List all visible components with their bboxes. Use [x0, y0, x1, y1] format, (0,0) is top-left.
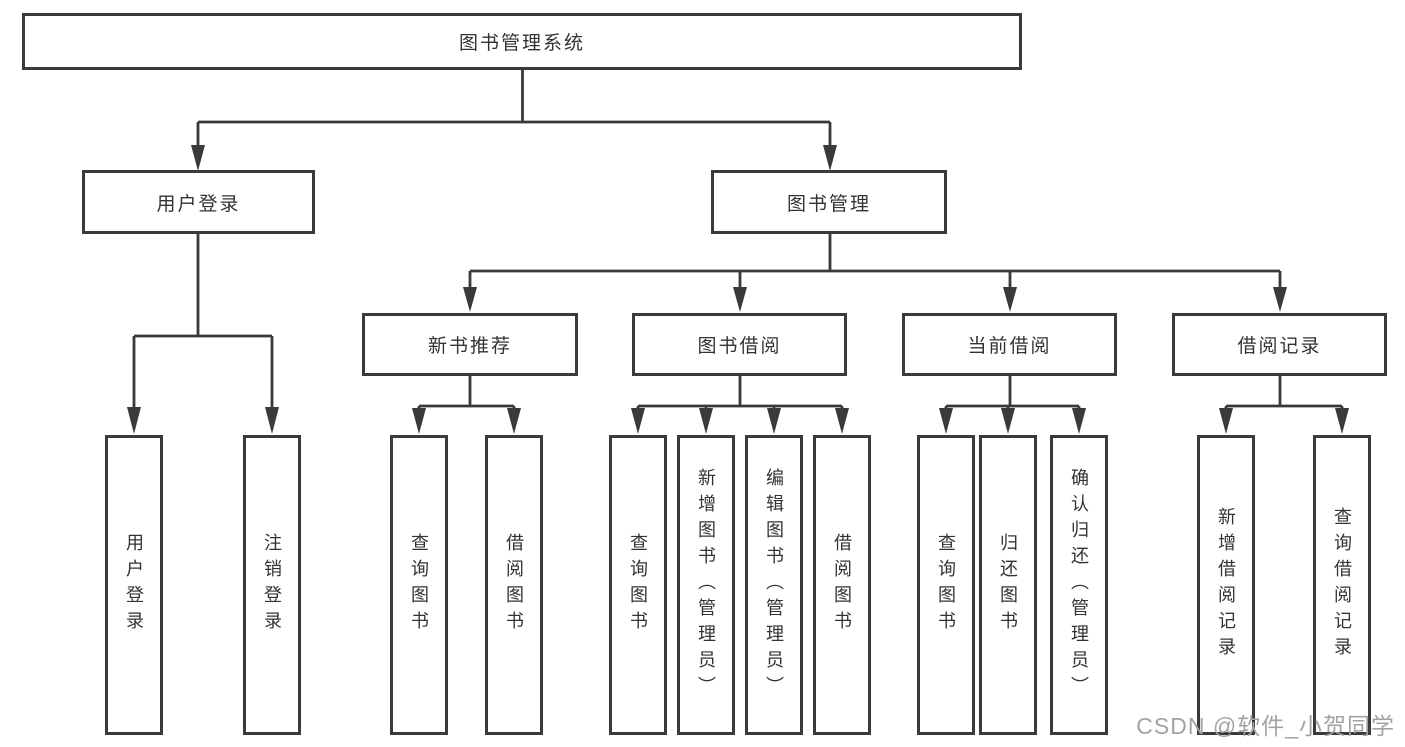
node-borrow-records: 借阅记录 [1172, 313, 1387, 376]
node-book-mgmt: 图书管理 [711, 170, 947, 234]
leaf-query-books-3: 查询图书 [917, 435, 975, 735]
leaf-borrow-books-1: 借阅图书 [485, 435, 543, 735]
node-book-borrow: 图书借阅 [632, 313, 847, 376]
node-root: 图书管理系统 [22, 13, 1022, 70]
leaf-confirm-return-admin: 确认归还（管理员） [1050, 435, 1108, 735]
leaf-logout: 注销登录 [243, 435, 301, 735]
leaf-return-book: 归还图书 [979, 435, 1037, 735]
node-user-login: 用户登录 [82, 170, 315, 234]
edge-current-borrow-to-leaves [939, 376, 1086, 434]
leaf-query-borrow-record: 查询借阅记录 [1313, 435, 1371, 735]
edge-book-mgmt-to-level3 [463, 234, 1287, 312]
leaf-add-book-admin: 新增图书（管理员） [677, 435, 735, 735]
leaf-query-books-2: 查询图书 [609, 435, 667, 735]
edge-root-to-level2 [191, 70, 837, 171]
edge-new-book-rec-to-leaves [412, 376, 521, 434]
leaf-borrow-books-2: 借阅图书 [813, 435, 871, 735]
leaf-query-books-1: 查询图书 [390, 435, 448, 735]
watermark: CSDN @软件_小贺同学 [1136, 713, 1395, 739]
edge-user-login-to-leaves [127, 234, 279, 434]
edge-borrow-records-to-leaves [1219, 376, 1349, 434]
node-current-borrow: 当前借阅 [902, 313, 1117, 376]
leaf-user-login: 用户登录 [105, 435, 163, 735]
leaf-edit-book-admin: 编辑图书（管理员） [745, 435, 803, 735]
edge-book-borrow-to-leaves [631, 376, 849, 434]
node-new-book-rec: 新书推荐 [362, 313, 578, 376]
leaf-add-borrow-record: 新增借阅记录 [1197, 435, 1255, 735]
